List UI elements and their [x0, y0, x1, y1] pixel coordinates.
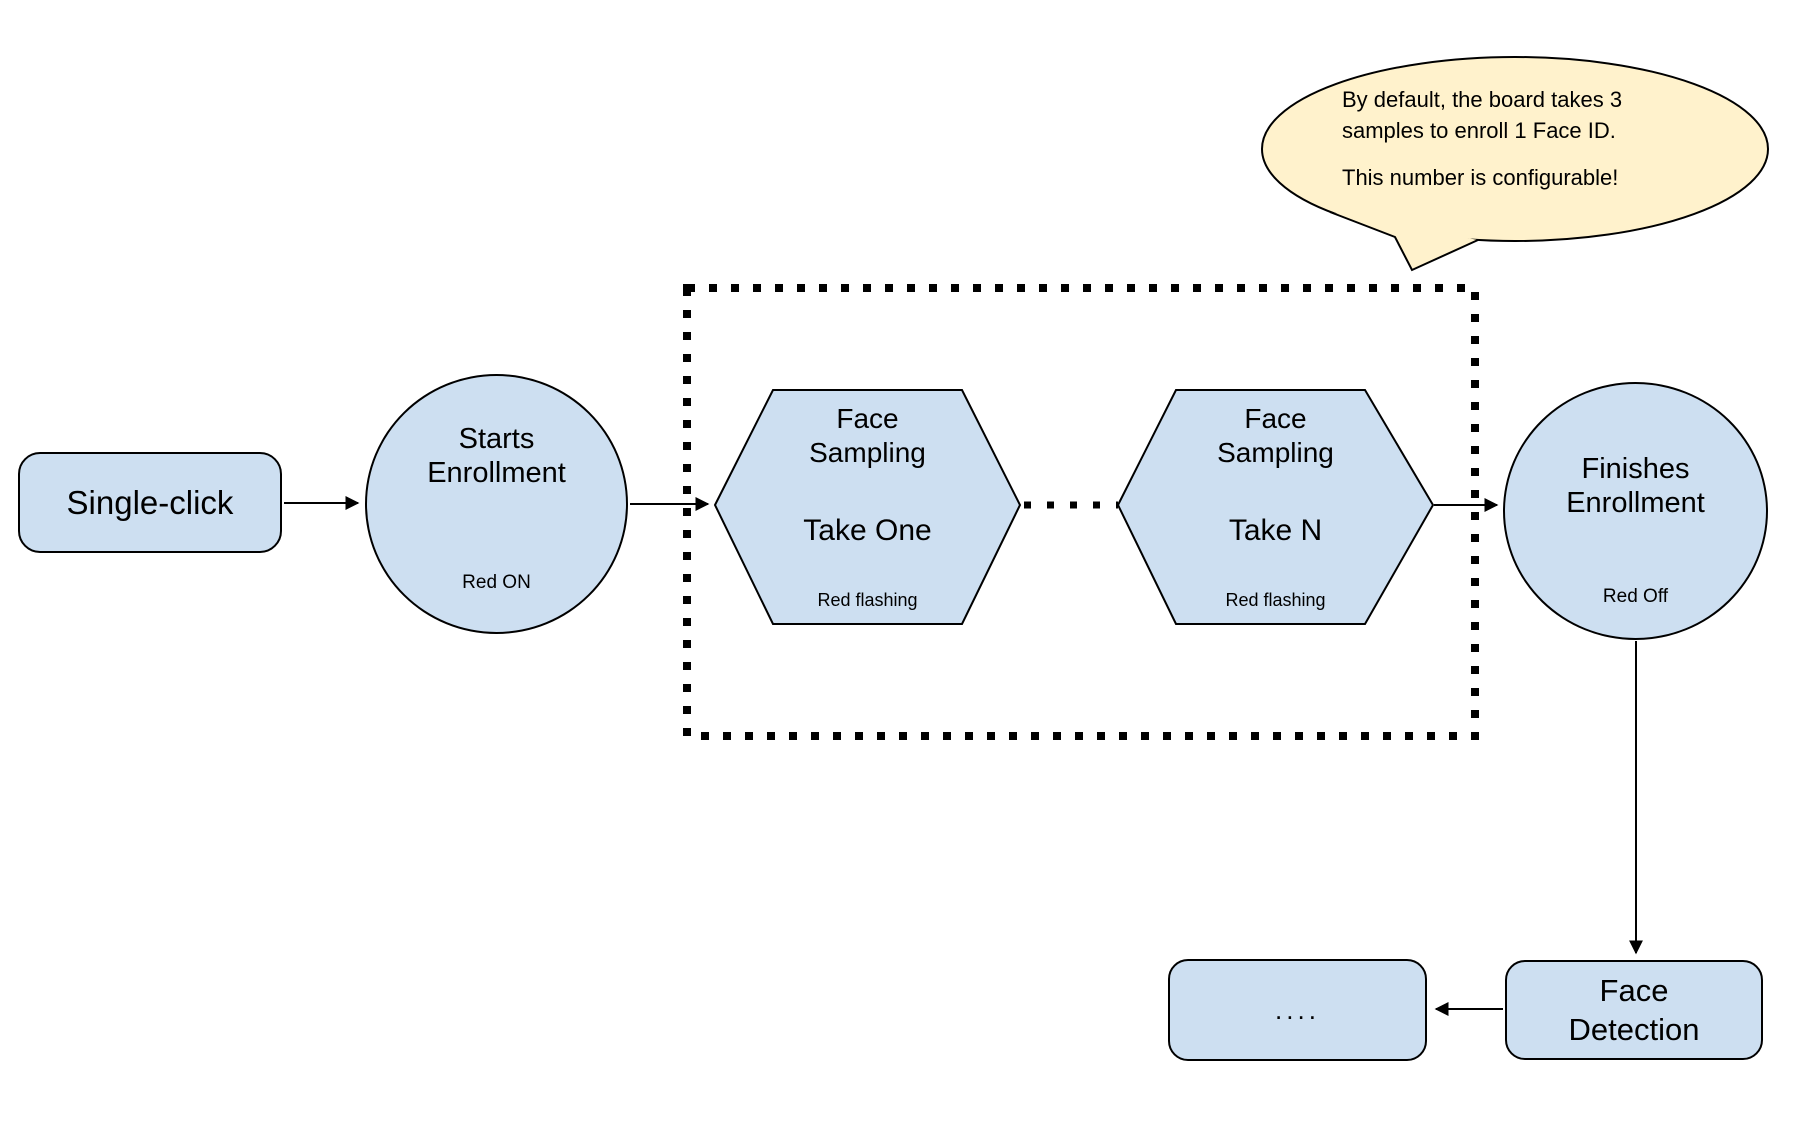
callout-line2: samples to enroll 1 Face ID. — [1342, 118, 1616, 143]
callout-line3: This number is configurable! — [1342, 165, 1619, 190]
next-steps-label: .... — [1275, 994, 1320, 1025]
starts-enrollment-label-line1: Starts — [458, 423, 535, 455]
single-click-label: Single-click — [66, 483, 234, 521]
callout-text: By default, the board takes 3 samples to… — [1342, 84, 1682, 193]
face-sampling-n-take: Take N — [1228, 514, 1323, 547]
face-detection-label-line1: Face — [1599, 973, 1669, 1008]
callout-line1: By default, the board takes 3 — [1342, 87, 1623, 112]
face-sampling-one-line2: Sampling — [809, 437, 926, 468]
starts-enrollment-status: Red ON — [462, 572, 531, 593]
face-sampling-take-n-hexagon — [1116, 389, 1435, 625]
sampling-group-dotted-border — [683, 284, 1479, 740]
face-sampling-take-one-hexagon — [713, 389, 1022, 625]
face-sampling-n-line2: Sampling — [1217, 437, 1334, 468]
face-sampling-n-status: Red flashing — [1225, 590, 1326, 610]
finishes-enrollment-label-line2: Enrollment — [1566, 487, 1705, 519]
callout-spacer — [1342, 146, 1682, 162]
starts-enrollment-label-line2: Enrollment — [427, 457, 566, 489]
face-sampling-one-take: Take One — [803, 514, 932, 547]
callout-bubble — [1261, 56, 1769, 242]
single-click-node: Single-click — [18, 452, 282, 553]
face-sampling-take-one-label: Face Sampling Take One Red flashing — [715, 390, 1020, 624]
finishes-enrollment-node: Finishes Enrollment Red Off — [1503, 382, 1768, 640]
finishes-enrollment-label-line1: Finishes — [1581, 453, 1690, 485]
callout-bubble-tail — [1329, 211, 1479, 272]
face-sampling-one-line1: Face — [836, 403, 899, 434]
face-sampling-n-line1: Face — [1244, 403, 1307, 434]
starts-enrollment-node: Starts Enrollment Red ON — [365, 374, 628, 634]
face-sampling-one-status: Red flashing — [817, 590, 918, 610]
face-detection-label-line2: Detection — [1568, 1012, 1700, 1047]
face-sampling-take-n-label: Face Sampling Take N Red flashing — [1118, 390, 1433, 624]
next-steps-node: .... — [1168, 959, 1427, 1061]
finishes-enrollment-status: Red Off — [1602, 586, 1669, 607]
face-detection-node: Face Detection — [1505, 960, 1763, 1060]
